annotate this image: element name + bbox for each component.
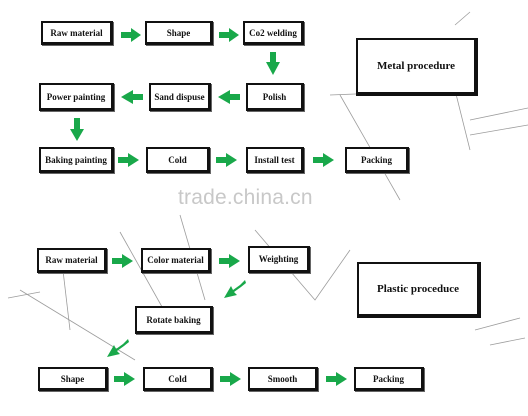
plastic-step-color-material: Color material	[141, 248, 211, 273]
arrow-right	[313, 153, 334, 167]
plastic-step-raw-material: Raw material	[37, 248, 107, 273]
arrow-right	[326, 372, 347, 386]
arrow-diagonal-down-left	[107, 339, 129, 357]
arrow-right	[219, 28, 239, 42]
arrow-right	[118, 153, 139, 167]
arrow-right	[220, 372, 241, 386]
arrow-down	[70, 118, 84, 141]
plastic-step-packing: Packing	[354, 367, 424, 391]
plastic-step-rotate-baking: Rotate baking	[135, 306, 213, 334]
metal-step-packing: Packing	[345, 147, 409, 173]
metal-step-baking-painting: Baking painting	[39, 147, 114, 173]
watermark-text: trade.china.cn	[178, 186, 313, 209]
plastic-step-shape: Shape	[38, 367, 108, 391]
plastic-step-cold: Cold	[143, 367, 213, 391]
arrow-right	[121, 28, 141, 42]
arrow-down	[266, 52, 280, 75]
arrow-left	[121, 90, 143, 104]
arrow-right	[112, 254, 133, 268]
metal-step-cold: Cold	[146, 147, 210, 173]
plastic-procedure-title: Plastic proceduce	[357, 262, 481, 318]
metal-step-install-test: Install test	[246, 147, 304, 173]
metal-step-sand-dispuse: Sand dispuse	[149, 83, 211, 111]
plastic-step-smooth: Smooth	[248, 367, 318, 391]
metal-step-power-painting: Power painting	[39, 83, 114, 111]
arrow-right	[219, 254, 240, 268]
plastic-step-weighting: Weighting	[248, 246, 310, 273]
metal-step-co2-welding: Co2 welding	[243, 21, 304, 45]
arrow-right	[114, 372, 135, 386]
metal-step-raw-material: Raw material	[41, 21, 113, 45]
arrow-diagonal-down-left	[224, 280, 246, 298]
metal-step-shape: Shape	[145, 21, 213, 45]
metal-procedure-title: Metal procedure	[356, 38, 478, 96]
arrow-left	[218, 90, 240, 104]
metal-step-polish: Polish	[246, 83, 304, 111]
arrow-right	[216, 153, 237, 167]
